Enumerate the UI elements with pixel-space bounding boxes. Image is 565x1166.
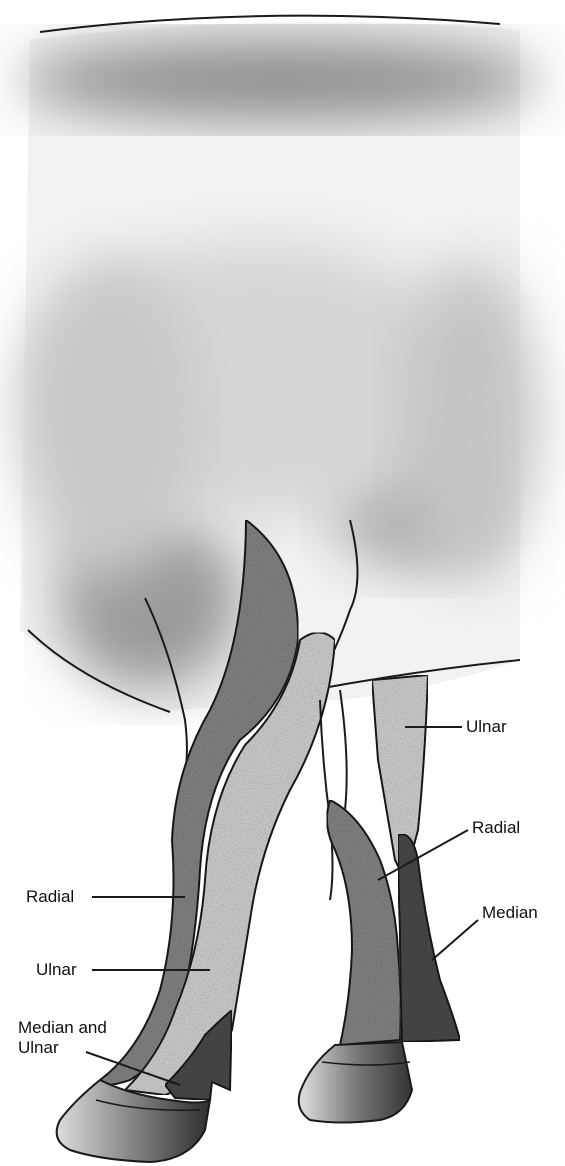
- label-median-and-ulnar-left: Median and Ulnar: [18, 1018, 107, 1058]
- right-radial-zone: [327, 800, 401, 1045]
- right-forelimb: [299, 675, 460, 1123]
- label-ulnar-left: Ulnar: [36, 960, 77, 980]
- right-median-zone: [398, 834, 460, 1042]
- label-radial-left: Radial: [26, 887, 74, 907]
- label-radial-right: Radial: [472, 818, 520, 838]
- right-hoof: [299, 1042, 412, 1123]
- leader-median-right: [432, 920, 478, 960]
- label-median-right: Median: [482, 903, 538, 923]
- label-ulnar-right: Ulnar: [466, 717, 507, 737]
